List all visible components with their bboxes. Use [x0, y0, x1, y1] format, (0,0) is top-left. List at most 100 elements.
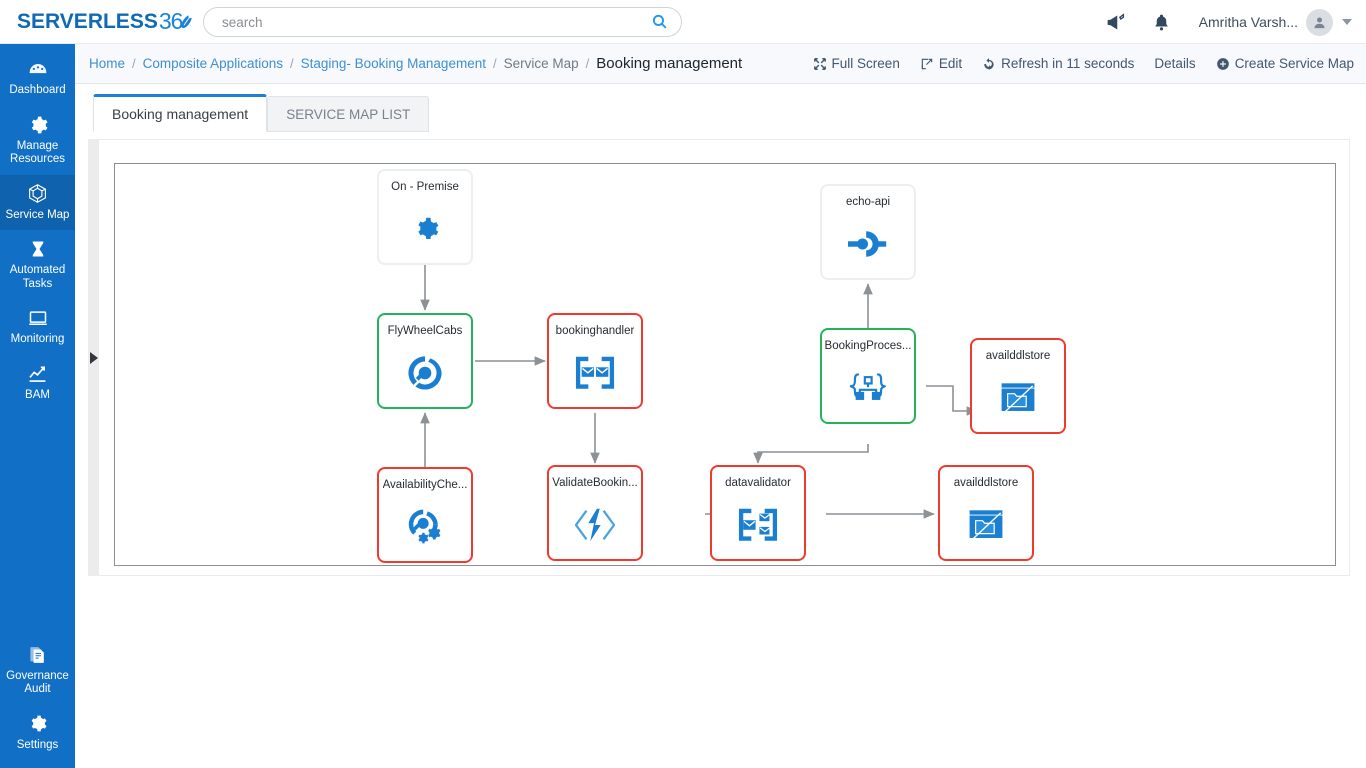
- search-container: [203, 7, 682, 37]
- sidebar-item-governance-audit[interactable]: Governance Audit: [0, 636, 75, 705]
- sidebar-item-label: Settings: [16, 738, 59, 751]
- onpremise-gear-icon: [410, 194, 440, 263]
- gear-icon: [28, 114, 48, 136]
- tab-label: SERVICE MAP LIST: [286, 106, 411, 122]
- sidebar-item-label: Manage Resources: [10, 139, 65, 166]
- sidebar-item-dashboard[interactable]: Dashboard: [0, 50, 75, 106]
- sidebar-item-label: Service Map: [5, 208, 70, 221]
- breadcrumb-separator: /: [132, 56, 136, 71]
- sidebar-item-label: Dashboard: [9, 84, 66, 96]
- sidebar-item-monitoring[interactable]: Monitoring: [0, 299, 75, 355]
- function-app-icon: [572, 490, 618, 559]
- sidebar-item-manage-resources[interactable]: Manage Resources: [0, 106, 75, 175]
- refresh-icon: [984, 57, 994, 70]
- map-node-on-premise[interactable]: On - Premise: [377, 169, 473, 265]
- link-bookingprocessor-availddlstore: [926, 385, 978, 416]
- map-node-label: bookinghandler: [555, 325, 635, 337]
- sidebar-bottom-group: Governance Audit Settings: [0, 636, 75, 761]
- sidebar-item-label: Monitoring: [10, 333, 65, 345]
- map-node-datavalidator[interactable]: datavalidator: [710, 465, 806, 561]
- chevron-down-icon[interactable]: [1342, 19, 1352, 25]
- sidebar-item-label: BAM: [25, 388, 50, 401]
- action-label: Refresh in 11 seconds: [1001, 56, 1135, 71]
- map-node-label: On - Premise: [391, 181, 459, 193]
- tab-booking-management[interactable]: Booking management: [93, 94, 268, 132]
- header-right-cluster: Amritha Varsh...: [1093, 0, 1366, 44]
- tab-service-map-list[interactable]: SERVICE MAP LIST: [267, 96, 430, 132]
- edit-button[interactable]: Edit: [920, 56, 962, 71]
- map-node-label: echo-api: [845, 196, 891, 208]
- full-screen-button[interactable]: Full Screen: [813, 56, 900, 71]
- map-node-availabilitychecker[interactable]: AvailabilityChe...: [377, 467, 473, 563]
- map-node-availddlstore-bottom[interactable]: availddlstore: [938, 465, 1034, 561]
- avatar[interactable]: [1306, 8, 1333, 36]
- bell-icon[interactable]: [1139, 0, 1185, 44]
- map-node-validatebooking[interactable]: ValidateBookin...: [547, 465, 643, 561]
- brand-name-primary: SERVERLESS: [17, 9, 158, 33]
- left-sidebar: Dashboard Manage Resources Service Map: [0, 44, 75, 768]
- hourglass-icon: [29, 238, 47, 260]
- sidebar-item-automated-tasks[interactable]: Automated Tasks: [0, 230, 75, 299]
- map-node-label: BookingProces...: [824, 340, 912, 352]
- refresh-timer-button[interactable]: Refresh in 11 seconds: [982, 56, 1134, 71]
- map-node-label: availddlstore: [953, 477, 1019, 489]
- sidebar-item-label: Automated Tasks: [9, 264, 66, 290]
- search-input[interactable]: [203, 7, 682, 37]
- create-service-map-button[interactable]: Create Service Map: [1216, 56, 1354, 71]
- monitor-icon: [27, 307, 49, 329]
- plus-circle-icon: [1216, 57, 1229, 70]
- breadcrumb-item-home[interactable]: Home: [89, 56, 126, 71]
- pencil-square-icon: [921, 58, 933, 69]
- page-actions-toolbar: Full Screen Edit Refresh in 11 seconds D…: [793, 56, 1366, 71]
- sidebar-item-bam[interactable]: BAM: [0, 355, 75, 411]
- map-node-bookingprocessor[interactable]: BookingProces...: [820, 328, 916, 424]
- service-bus-topic-icon: [735, 490, 781, 559]
- chart-line-icon: [27, 363, 48, 385]
- details-button[interactable]: Details: [1154, 56, 1195, 71]
- tab-bar: Booking management SERVICE MAP LIST: [75, 84, 1366, 132]
- service-map-canvas[interactable]: On - Premise FlyWheelCabs bookinghandler: [114, 163, 1336, 566]
- map-node-label: datavalidator: [725, 477, 791, 489]
- breadcrumb-bar: Home / Composite Applications / Staging-…: [75, 44, 1366, 84]
- panel-collapse-handle[interactable]: [88, 139, 99, 576]
- breadcrumb-item-service-map[interactable]: Service Map: [503, 56, 579, 71]
- file-share-icon: [997, 363, 1039, 432]
- gear-icon: [28, 713, 47, 735]
- api-app-gears-icon: [403, 492, 447, 561]
- sidebar-item-settings[interactable]: Settings: [0, 705, 75, 761]
- action-label: Edit: [938, 56, 963, 71]
- map-node-label: ValidateBookin...: [552, 477, 638, 489]
- breadcrumb-item-composite-applications[interactable]: Composite Applications: [142, 56, 283, 71]
- megaphone-icon[interactable]: [1093, 0, 1139, 44]
- service-map-icon: [27, 183, 48, 205]
- api-app-icon: [404, 338, 446, 407]
- map-node-echo-api[interactable]: echo-api: [820, 184, 916, 280]
- logic-app-icon: [846, 353, 890, 422]
- document-audit-icon: [28, 644, 47, 666]
- breadcrumb: Home / Composite Applications / Staging-…: [75, 55, 742, 72]
- dashboard-icon: [27, 58, 49, 80]
- link-bookingprocessor-datavalidator: [753, 444, 869, 464]
- breadcrumb-separator: /: [492, 56, 497, 71]
- username-label: Amritha Varsh...: [1198, 14, 1298, 30]
- map-node-flywheelcabs[interactable]: FlyWheelCabs: [377, 313, 473, 409]
- breadcrumb-separator: /: [289, 56, 294, 71]
- action-label: Details: [1154, 56, 1196, 71]
- map-node-label: availddlstore: [985, 350, 1051, 362]
- sidebar-item-service-map[interactable]: Service Map: [0, 174, 75, 230]
- chevron-right-icon: [89, 351, 98, 364]
- brand-name-secondary: 36: [158, 8, 184, 34]
- breadcrumb-item-staging-booking-management[interactable]: Staging- Booking Management: [300, 56, 486, 71]
- map-node-availddlstore-right[interactable]: availddlstore: [970, 338, 1066, 434]
- action-label: Create Service Map: [1234, 56, 1354, 71]
- action-label: Full Screen: [831, 56, 900, 71]
- sidebar-item-label: Governance Audit: [6, 669, 69, 696]
- page-title: Booking management: [596, 55, 743, 72]
- service-map-connections: [420, 265, 978, 519]
- expand-icon: [813, 57, 826, 70]
- file-share-icon: [965, 490, 1007, 559]
- map-node-bookinghandler[interactable]: bookinghandler: [547, 313, 643, 409]
- service-bus-queue-icon: [572, 338, 618, 407]
